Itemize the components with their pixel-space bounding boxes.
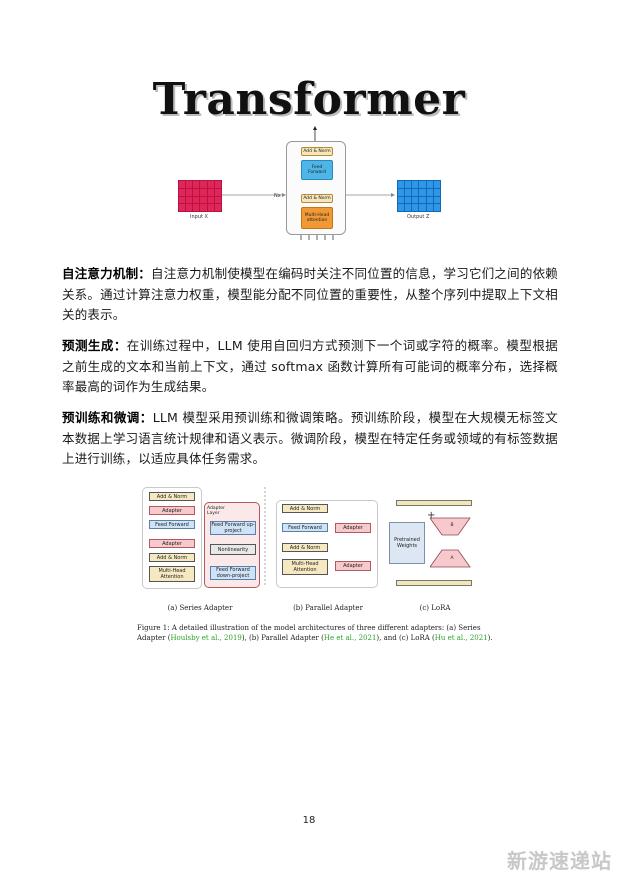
repeat-label: Nx: [274, 193, 281, 199]
feed-forward-box: Feed Forward: [301, 160, 333, 180]
paragraph-heading: 预训练和微调：: [62, 410, 153, 425]
page-title: Transformer: [152, 74, 466, 125]
citation-link[interactable]: Houlsby et al., 2019: [170, 634, 242, 642]
lora-ab-matrices: [430, 517, 471, 568]
input-label: Input X: [190, 214, 208, 220]
citation-link[interactable]: Hu et al., 2021: [434, 634, 488, 642]
caption-text: ).: [487, 634, 493, 642]
caption-text: Figure 1: A detailed illustration of the…: [137, 624, 481, 642]
output-label: Output Z: [407, 214, 430, 220]
input-matrix: [178, 180, 222, 212]
ff-up-project-box: Feed Forward up-project: [210, 521, 256, 535]
parallel-adapter-panel: Add & Norm Feed Forward Adapter Add & No…: [276, 500, 378, 588]
add-norm-box: Add & Norm: [149, 553, 195, 562]
feed-forward-box: Feed Forward: [282, 523, 328, 532]
caption-text: ), and (c) LoRA (: [376, 634, 435, 642]
add-norm-box: Add & Norm: [282, 504, 328, 513]
paragraph-heading: 自注意力机制：: [62, 266, 152, 281]
adapter-layer-panel: Adapter Layer Feed Forward up-project No…: [204, 502, 260, 588]
ff-down-project-box: Feed Forward down-project: [210, 566, 256, 580]
add-norm-bottom: Add & Norm: [301, 194, 333, 203]
series-adapter-panel: Add & Norm Adapter Feed Forward Adapter …: [142, 487, 202, 589]
figure-caption: Figure 1: A detailed illustration of the…: [137, 623, 493, 643]
paragraph-prediction: 预测生成：在训练过程中，LLM 使用自回归方式预测下一个词或字符的概率。模型根据…: [62, 336, 558, 398]
adapter-box: Adapter: [335, 523, 371, 533]
plus-icon: +: [427, 510, 436, 521]
paragraph-pretrain-finetune: 预训练和微调：LLM 模型采用预训练和微调策略。预训练阶段，模型在大规模无标签文…: [62, 408, 558, 470]
divider: [264, 487, 266, 587]
paragraph-self-attention: 自注意力机制：自注意力机制使模型在编码时关注不同位置的信息，学习它们之间的依赖关…: [62, 264, 558, 326]
attention-box: Multi-Head Attention: [149, 566, 195, 582]
lora-caption: (c) LoRA: [419, 604, 451, 612]
output-matrix: [397, 180, 441, 212]
adapter-box: Adapter: [335, 561, 371, 571]
page-number: 18: [302, 815, 316, 826]
matrix-a-label: A: [450, 556, 454, 561]
pretrained-weights-box: Pretrained Weights: [389, 522, 425, 564]
paragraph-body: LLM 模型采用预训练和微调策略。预训练阶段，模型在大规模无标签文本数据上学习语…: [62, 410, 558, 466]
lora-output-bar: [396, 500, 472, 506]
lora-input-bar: [396, 580, 472, 586]
adapter-box: Adapter: [149, 506, 195, 515]
paragraph-body: 自注意力机制使模型在编码时关注不同位置的信息，学习它们之间的依赖关系。通过计算注…: [62, 266, 558, 322]
nonlinearity-box: Nonlinearity: [210, 544, 256, 555]
adapter-layer-label: Adapter Layer: [207, 506, 225, 516]
transformer-block: Add & Norm Feed Forward Add & Norm Multi…: [286, 141, 346, 235]
add-norm-box: Add & Norm: [149, 492, 195, 501]
watermark: 新游速递站: [507, 849, 612, 873]
attention-box: Multi-Head attention: [301, 207, 333, 229]
parallel-caption: (b) Parallel Adapter: [293, 604, 363, 612]
caption-text: ), (b) Parallel Adapter (: [241, 634, 324, 642]
add-norm-box: Add & Norm: [282, 543, 328, 552]
paragraph-heading: 预测生成：: [62, 338, 127, 353]
feed-forward-box: Feed Forward: [149, 520, 195, 529]
add-norm-top: Add & Norm: [301, 147, 333, 156]
series-caption: (a) Series Adapter: [167, 604, 233, 612]
citation-link[interactable]: He et al., 2021: [323, 634, 377, 642]
attention-box: Multi-Head Attention: [282, 559, 328, 575]
matrix-b-label: B: [450, 523, 454, 528]
paragraph-body: 在训练过程中，LLM 使用自回归方式预测下一个词或字符的概率。模型根据之前生成的…: [62, 338, 558, 394]
adapter-box: Adapter: [149, 539, 195, 548]
